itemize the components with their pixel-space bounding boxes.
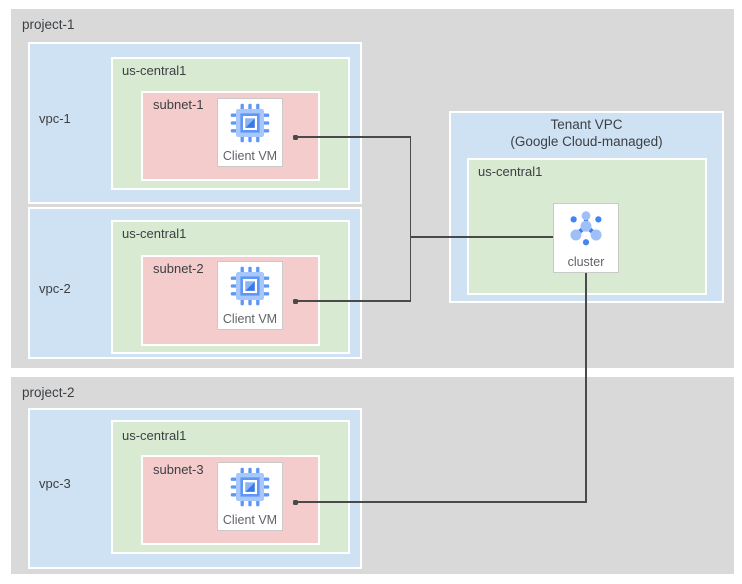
connector-dot-vm3 [292, 499, 298, 505]
client-vm-2-label: Client VM [222, 312, 278, 326]
cluster-node: cluster [553, 203, 619, 273]
hub-spoke-icon [570, 211, 602, 246]
connector-line-vm1-h [295, 136, 411, 138]
subnet-3-label: subnet-3 [153, 462, 204, 477]
cluster-label: cluster [567, 255, 605, 269]
vpc-1-region-label: us-central1 [122, 63, 187, 78]
vpc-3-label: vpc-3 [39, 476, 71, 491]
client-vm-3-node: Client VM [217, 462, 283, 531]
tenant-vpc-title: Tenant VPC (Google Cloud-managed) [449, 116, 724, 150]
tenant-region-label: us-central1 [478, 164, 543, 179]
project-1-label: project-1 [22, 17, 75, 32]
cpu-chip-icon [230, 103, 270, 143]
connector-line-cluster-down-v [585, 273, 587, 503]
tenant-vpc-title-line2: (Google Cloud-managed) [510, 134, 663, 149]
connector-dot-vm1 [292, 134, 298, 140]
connector-line-vm2-h [295, 300, 410, 302]
client-vm-2-node: Client VM [217, 261, 283, 330]
vpc-1-label: vpc-1 [39, 111, 71, 126]
client-vm-1-node: Client VM [217, 98, 283, 167]
vpc-2-label: vpc-2 [39, 281, 71, 296]
vpc-3-region-label: us-central1 [122, 428, 187, 443]
connector-line-vm3-h [295, 501, 587, 503]
connector-line-to-cluster-h [410, 236, 553, 238]
connector-dot-vm2 [292, 298, 298, 304]
subnet-1-label: subnet-1 [153, 97, 204, 112]
subnet-2-label: subnet-2 [153, 261, 204, 276]
client-vm-3-label: Client VM [222, 513, 278, 527]
project-2-label: project-2 [22, 385, 75, 400]
cpu-chip-icon [230, 266, 270, 306]
vpc-2-region-label: us-central1 [122, 226, 187, 241]
cpu-chip-icon [230, 467, 270, 507]
client-vm-1-label: Client VM [222, 149, 278, 163]
tenant-vpc-title-line1: Tenant VPC [550, 117, 623, 132]
connector-line-junction-v [409, 136, 411, 302]
